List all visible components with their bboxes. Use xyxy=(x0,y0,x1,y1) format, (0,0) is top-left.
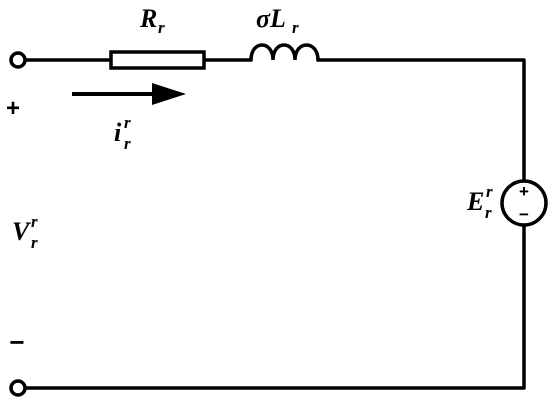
emf-label-base: E xyxy=(466,187,484,216)
voltage-label-sub: r xyxy=(31,233,38,252)
wire-top-right xyxy=(316,58,526,182)
emf-label-sup: r xyxy=(486,182,493,201)
emf-minus-sign: − xyxy=(519,205,529,224)
terminal-bottom xyxy=(9,379,27,397)
resistor-label-base: R xyxy=(139,4,157,33)
terminal-minus-label: − xyxy=(9,327,24,357)
current-label: i r r xyxy=(114,113,131,153)
voltage-label-base: V xyxy=(12,217,32,246)
terminal-plus-label: + xyxy=(6,95,20,122)
inductor-label-base: σL xyxy=(256,4,286,33)
wires xyxy=(23,58,526,390)
wire-right-bottom xyxy=(23,224,526,390)
emf-source xyxy=(500,179,548,227)
emf-label-sub: r xyxy=(485,203,492,222)
voltage-label: V r r xyxy=(12,212,38,252)
current-arrow-head xyxy=(152,83,186,105)
resistor xyxy=(109,50,206,70)
resistor-label: R r xyxy=(139,4,165,37)
current-label-sup: r xyxy=(124,113,131,132)
current-label-sub: r xyxy=(124,134,131,153)
inductor xyxy=(249,43,320,62)
emf-label: E r r xyxy=(466,182,493,222)
voltage-label-sup: r xyxy=(31,212,38,231)
terminal-top xyxy=(9,51,27,69)
emf-plus-sign: + xyxy=(519,182,529,201)
inductor-label: σL r xyxy=(256,4,299,37)
inductor-label-sub: r xyxy=(292,18,299,37)
resistor-label-sub: r xyxy=(158,18,165,37)
current-label-base: i xyxy=(114,118,122,147)
